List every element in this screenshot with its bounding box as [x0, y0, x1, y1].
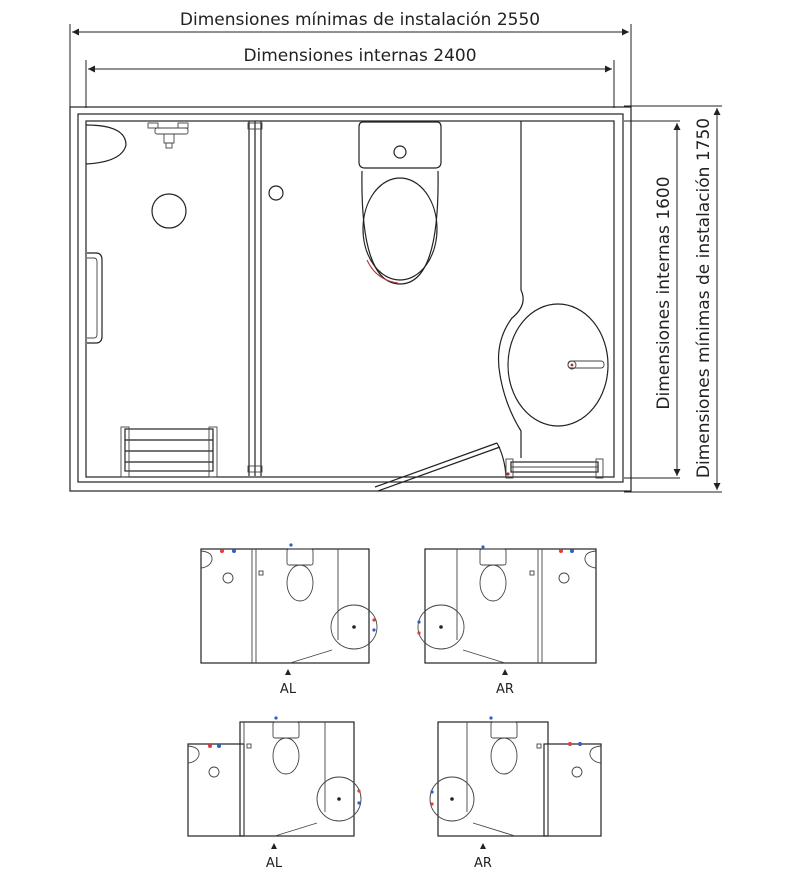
variant-ar-bottom: AR	[429, 716, 602, 871]
install-depth-label: Dimensiones mínimas de instalación 1750	[694, 118, 714, 478]
towel-rail-icon	[505, 458, 604, 479]
outer-wall	[69, 106, 632, 492]
vanity-sink-icon	[497, 121, 609, 458]
internal-width-label: Dimensiones internas 2400	[243, 46, 476, 66]
shower-drain-icon	[151, 193, 187, 229]
internal-width-dimension: Dimensiones internas 2400	[85, 46, 615, 108]
main-plan	[69, 106, 632, 492]
variant-al-bottom: AL	[187, 716, 362, 871]
variant-label: AL	[280, 682, 297, 697]
corner-shelf	[85, 124, 127, 165]
grab-bar-icon	[87, 252, 103, 344]
shower-partition	[247, 121, 263, 476]
install-width-dimension: Dimensiones mínimas de instalación 2550	[69, 10, 632, 108]
variant-label: AR	[496, 682, 514, 697]
internal-depth-label: Dimensiones internas 1600	[654, 176, 674, 409]
faucet-icon	[567, 360, 605, 370]
variant-al-top: AL	[200, 543, 378, 697]
sliding-door	[374, 442, 507, 492]
inner-wall	[85, 120, 615, 478]
wall-hook-icon	[268, 185, 284, 201]
folding-seat-icon	[120, 426, 218, 478]
shower-area	[85, 122, 218, 478]
toilet-icon	[358, 121, 442, 285]
variant-label: AR	[474, 856, 492, 871]
variant-label: AL	[266, 856, 283, 871]
internal-depth-dimension: Dimensiones internas 1600	[624, 120, 681, 479]
shower-mixer-icon	[147, 122, 189, 149]
install-width-label: Dimensiones mínimas de instalación 2550	[180, 10, 540, 30]
variant-ar-top: AR	[417, 545, 597, 697]
outer-wall-inner	[77, 113, 624, 483]
install-depth-dimension: Dimensiones mínimas de instalación 1750	[624, 105, 722, 493]
